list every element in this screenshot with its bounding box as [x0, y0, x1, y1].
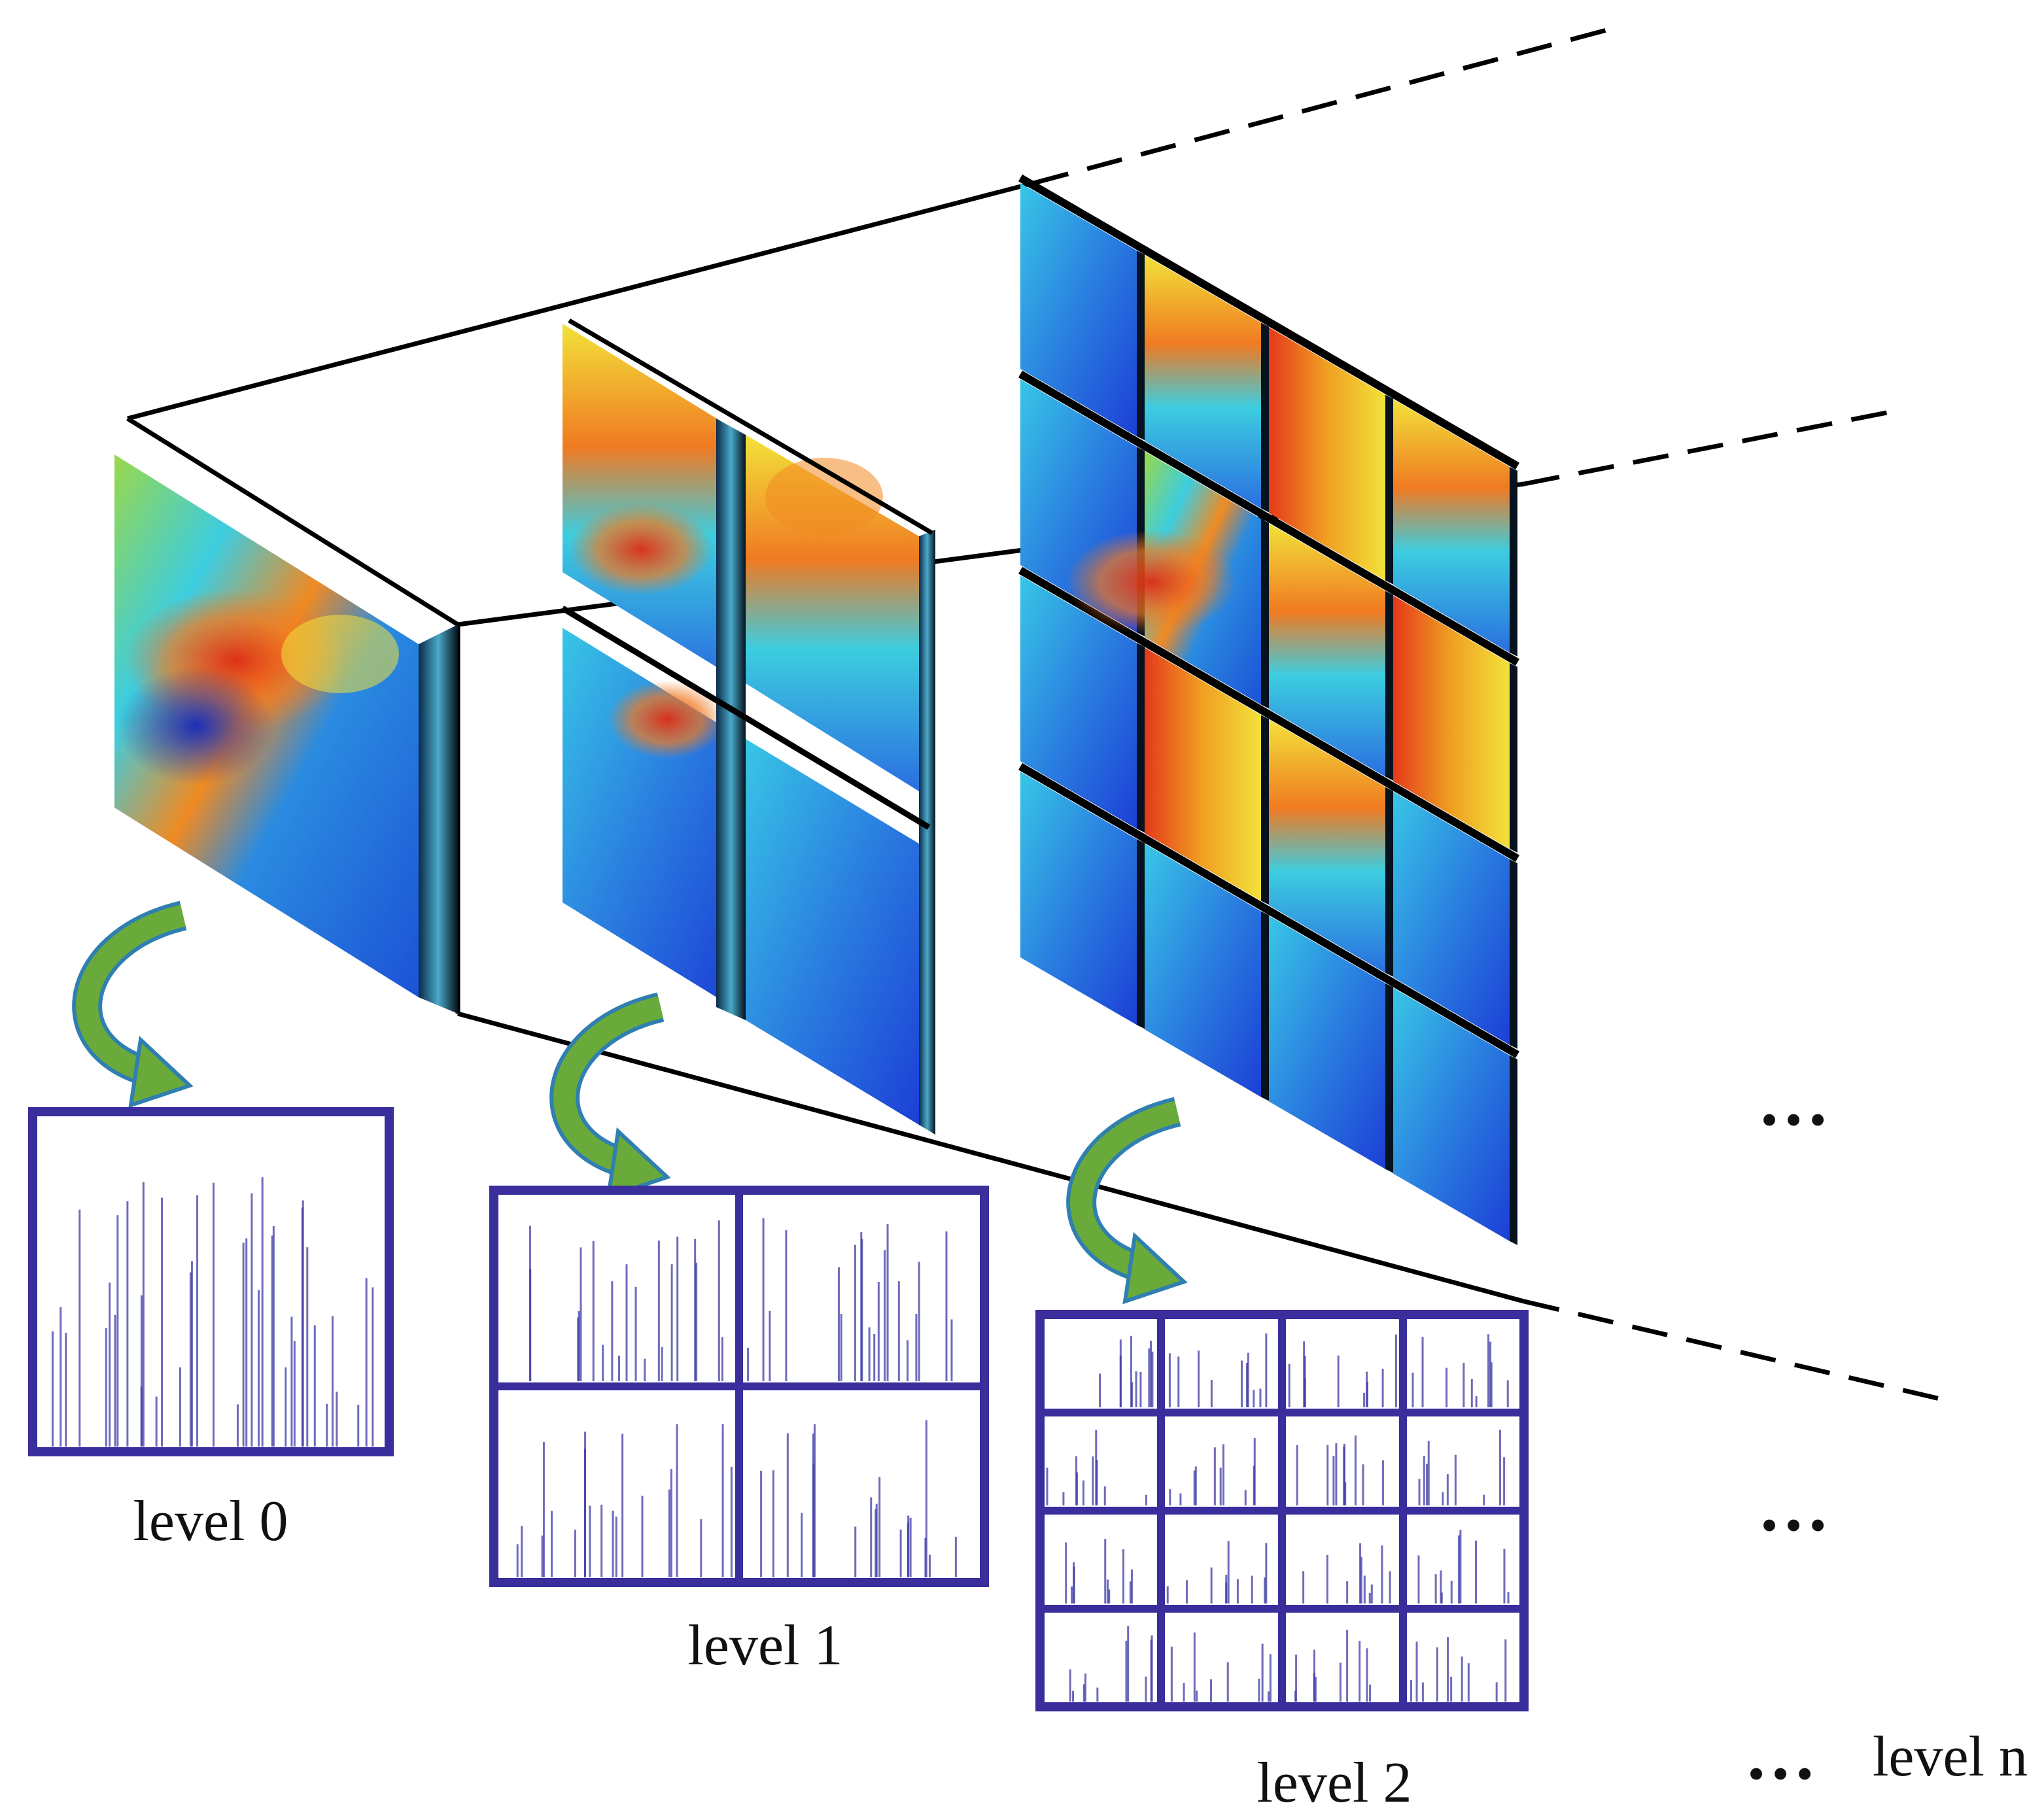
- level2-tile: [1020, 575, 1137, 829]
- level2-heatmap-grid: [1018, 174, 1520, 1245]
- ellipsis-row2: …: [1758, 1466, 1833, 1546]
- histogram-icon: [28, 1107, 394, 1456]
- level1-label: level 1: [687, 1614, 842, 1677]
- level0-heatmap-tile: [114, 454, 458, 1014]
- histogram-icon: [489, 1186, 989, 1587]
- tile-edge: [1510, 859, 1517, 1049]
- level2-hotspot: [1066, 530, 1236, 634]
- ellipsis-row1: …: [1758, 1061, 1833, 1141]
- level2-tile: [1393, 399, 1510, 653]
- level2-row-separator: [1018, 174, 1520, 470]
- level2-row-separator: [1018, 763, 1520, 1058]
- leveln-label: level n: [1873, 1725, 2028, 1789]
- tile-edge: [1385, 591, 1393, 781]
- curved-arrow-icon: [549, 992, 671, 1200]
- tile-edge: [1137, 839, 1145, 1029]
- level2-tile: [1145, 844, 1261, 1097]
- tile-edge: [1510, 662, 1517, 853]
- level2-tile: [1393, 595, 1510, 849]
- tile-edge: [1261, 322, 1269, 513]
- tile-edge: [1137, 250, 1145, 441]
- level2-tile: [1269, 327, 1385, 581]
- level2-tile: [1393, 987, 1510, 1241]
- level2-tile: [1269, 719, 1385, 973]
- level2-row-separator: [1018, 370, 1520, 666]
- tile-edge: [1385, 983, 1393, 1173]
- level2-tile: [1020, 183, 1137, 437]
- curved-arrow-icon: [1066, 1097, 1188, 1305]
- histogram-icon: [1035, 1310, 1529, 1711]
- tile-edge: [1261, 715, 1269, 905]
- tile-edge: [1385, 787, 1393, 977]
- level2-tile: [1393, 791, 1510, 1045]
- level2-tile: [1269, 916, 1385, 1169]
- level2-label: level 2: [1256, 1751, 1412, 1815]
- level2-tile: [1269, 523, 1385, 777]
- level2-tile: [1020, 772, 1137, 1025]
- tile-edge: [1385, 394, 1393, 585]
- level2-tile: [1145, 255, 1261, 509]
- histogram-frame: [28, 1107, 394, 1456]
- level2-tile: [1145, 647, 1261, 901]
- curved-arrow-icon: [72, 900, 194, 1108]
- level0-label: level 0: [133, 1490, 288, 1553]
- tile-edge: [1261, 519, 1269, 709]
- ellipsis-row3: …: [1744, 1715, 1820, 1794]
- tile-edge: [1510, 1055, 1517, 1245]
- tile-edge: [1137, 643, 1145, 833]
- pyramid-dashed-extensions: [1033, 27, 1943, 1402]
- tile-edge: [1261, 911, 1269, 1101]
- tile-edge: [1510, 466, 1517, 657]
- level1-heatmap-grid: [561, 318, 935, 1135]
